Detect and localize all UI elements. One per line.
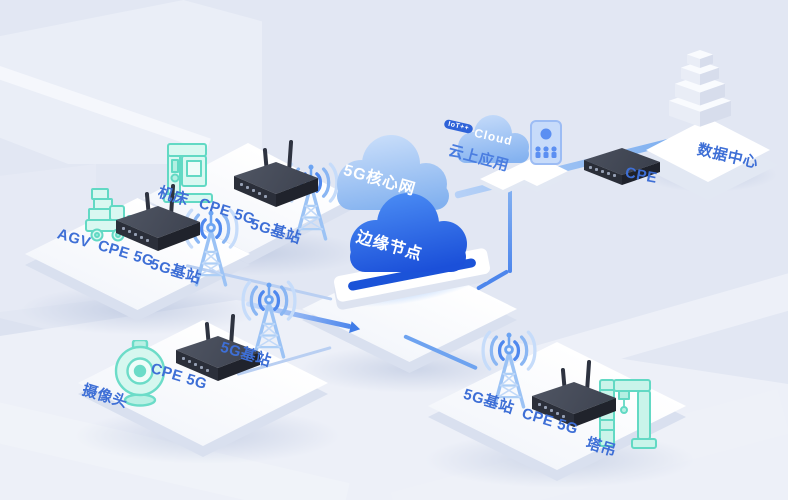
app-cloud-icon (450, 110, 536, 168)
connection-line-vertical (508, 179, 512, 273)
camera-icon (114, 340, 166, 407)
cpe-router-icon (528, 359, 620, 432)
cpe-router-icon (230, 139, 322, 212)
machine-tool-icon (163, 143, 213, 203)
cpe-router-icon (112, 183, 204, 256)
edge-node-cloud-icon (336, 184, 478, 280)
datacenter-building-icon (669, 50, 731, 127)
cpe-router-icon (172, 313, 264, 386)
cpe-switch-icon (580, 142, 664, 188)
tower-crane-icon (599, 379, 657, 449)
app-panel-icon (530, 120, 562, 165)
